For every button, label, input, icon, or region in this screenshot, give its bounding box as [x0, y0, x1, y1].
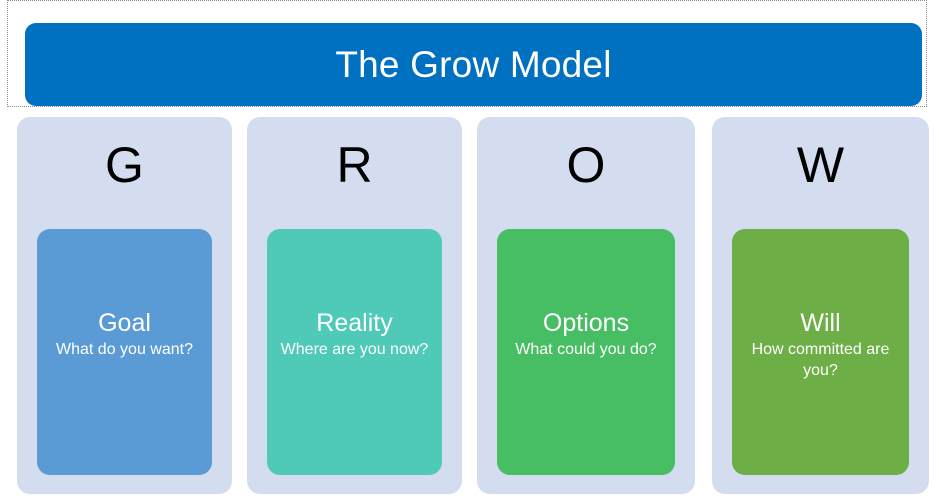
grow-subtitle-options: What could you do?	[515, 340, 657, 358]
grow-subtitle-will: How committed are you?	[751, 340, 890, 380]
grow-title-goal: Goal	[98, 309, 151, 337]
title-banner[interactable]: The Grow Model	[25, 23, 922, 106]
grow-card-goal[interactable]: G Goal What do you want?	[17, 117, 232, 494]
grow-title-options: Options	[542, 309, 630, 337]
grow-inner-card-will[interactable]: Will How committed are you?	[732, 229, 909, 475]
grow-title-will: Will	[800, 309, 841, 337]
grow-card-options[interactable]: O Options What could you do?	[477, 117, 695, 494]
grow-subtitle-reality: Where are you now?	[280, 340, 429, 358]
grow-card-reality[interactable]: R Reality Where are you now?	[247, 117, 462, 494]
grow-model-cards: G Goal What do you want? R Reality Where…	[0, 117, 939, 496]
grow-letter-g: G	[105, 137, 144, 193]
grow-title-reality: Reality	[316, 309, 393, 337]
grow-inner-card-options[interactable]: Options What could you do?	[497, 229, 675, 475]
grow-card-will[interactable]: W Will How committed are you?	[712, 117, 929, 494]
grow-subtitle-goal: What do you want?	[56, 340, 193, 358]
grow-letter-w: W	[796, 137, 845, 193]
grow-inner-card-goal[interactable]: Goal What do you want?	[37, 229, 212, 475]
page-title: The Grow Model	[335, 44, 612, 85]
grow-letter-o: O	[566, 137, 606, 193]
grow-letter-r: R	[336, 137, 373, 193]
grow-inner-card-reality[interactable]: Reality Where are you now?	[267, 229, 442, 475]
